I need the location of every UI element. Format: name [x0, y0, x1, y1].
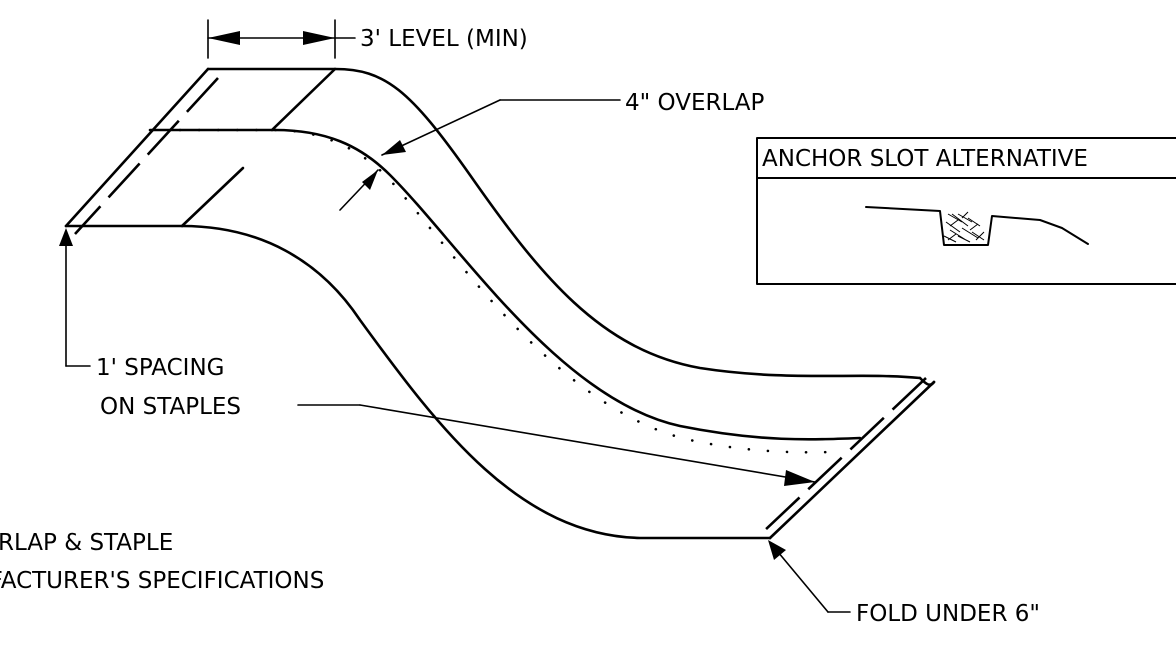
inset-slot-hatch: [943, 211, 985, 243]
overlap-callout: 4" OVERLAP: [339, 90, 765, 211]
overlap-staple-line1: OVERLAP & STAPLE: [0, 530, 173, 556]
fold-label: FOLD UNDER 6": [856, 601, 1040, 627]
level-dim-arrow-right: [303, 31, 335, 45]
spacing-label-line2: ON STAPLES: [100, 394, 241, 420]
level-label: 3' LEVEL (MIN): [360, 26, 528, 52]
upper-strip-top-edge: [206, 67, 922, 380]
overlap-staple-line2: MANUFACTURER'S SPECIFICATIONS: [0, 568, 324, 594]
spacing-callout: 1' SPACING ON STAPLES: [59, 228, 816, 486]
staple-dots-line: [178, 128, 842, 454]
fold-arrow: [768, 540, 786, 560]
spacing-arrow-up: [59, 228, 73, 246]
overlap-label: 4" OVERLAP: [625, 90, 765, 116]
inset-ground-profile: [865, 206, 1089, 246]
fold-leader-diag: [777, 551, 829, 613]
fold-callout: FOLD UNDER 6": [768, 540, 1040, 627]
left-anchor-edge-solid: [64, 67, 210, 228]
inset-title: ANCHOR SLOT ALTERNATIVE: [762, 146, 1088, 172]
staples-arrow: [784, 470, 815, 486]
level-dimension: 3' LEVEL (MIN): [207, 19, 528, 59]
staples-leader-diag: [359, 404, 816, 483]
lower-divider-line: [180, 166, 245, 228]
spacing-label-line1: 1' SPACING: [96, 355, 224, 381]
overlap-arrow-top: [382, 140, 406, 155]
anchor-slot-inset: ANCHOR SLOT ALTERNATIVE: [756, 137, 1176, 285]
overlap-arrow-bottom: [362, 170, 378, 190]
lower-strip-bottom-edge: [64, 224, 772, 540]
lower-strip-top-edge: [148, 128, 862, 441]
overlap-staple-note: OVERLAP & STAPLE MANUFACTURER'S SPECIFIC…: [0, 530, 324, 594]
level-dim-arrow-left: [208, 31, 240, 45]
inset-frame: [756, 137, 1176, 285]
blanket-body: [64, 67, 936, 540]
right-anchor-edge-dashed: [762, 377, 927, 533]
left-anchor-edge-dashed: [74, 77, 219, 235]
upper-divider-line: [270, 67, 337, 132]
right-anchor-edge-solid: [768, 380, 936, 540]
